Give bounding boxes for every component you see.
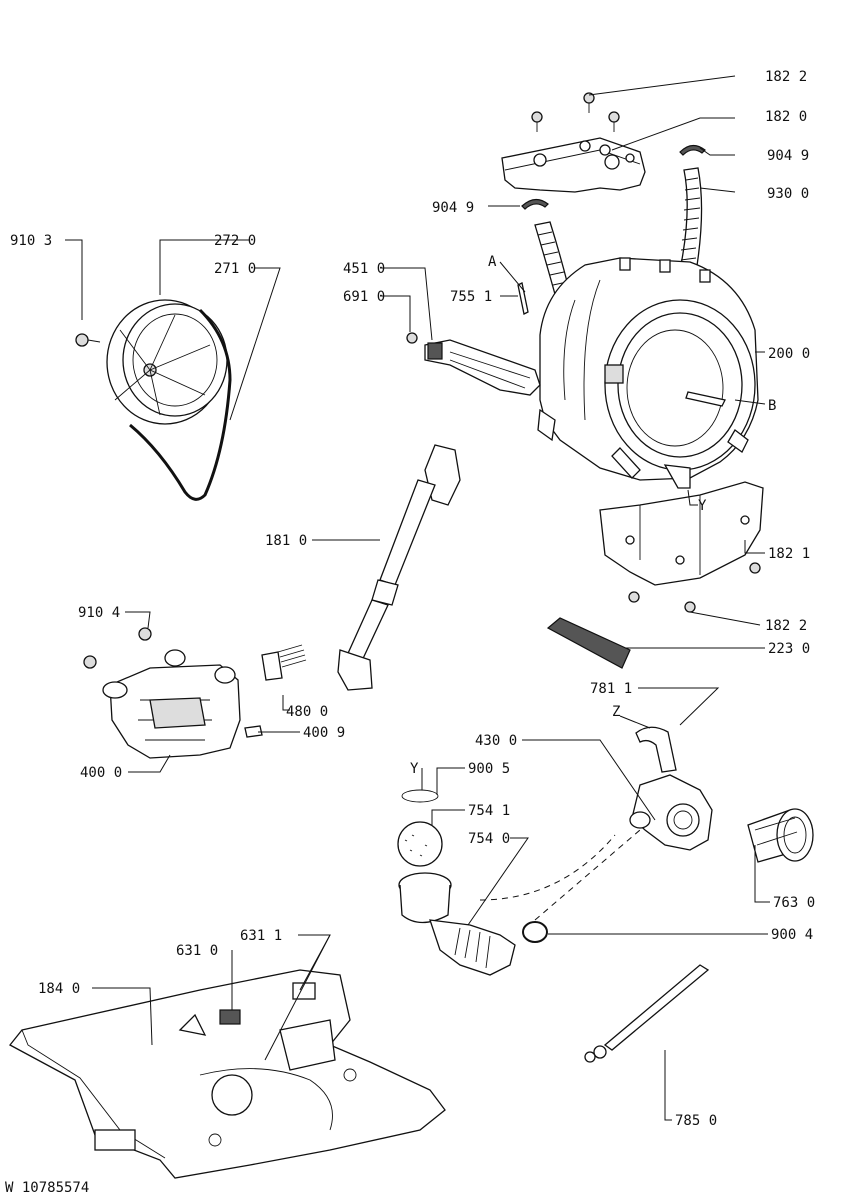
dashed-connections <box>479 829 641 921</box>
label-691-0: 691 0 <box>343 289 385 305</box>
part-223-0 <box>546 617 631 669</box>
label-754-1: 754 1 <box>468 803 510 819</box>
bolt-910-4 <box>83 627 152 669</box>
clamp-900-4 <box>522 921 548 943</box>
label-200-0: 200 0 <box>768 346 810 362</box>
label-430-0: 430 0 <box>475 733 517 749</box>
filter-763-0 <box>747 808 814 863</box>
label-ref-A: A <box>488 254 497 270</box>
label-182-2-top: 182 2 <box>765 69 807 85</box>
label-271-0: 271 0 <box>214 261 256 277</box>
label-763-0: 763 0 <box>773 895 815 911</box>
pump-430-0 <box>629 774 713 851</box>
callout-labels: 182 2 182 0 904 9 930 0 904 9 910 3 272 … <box>5 69 815 1196</box>
label-904-9-left: 904 9 <box>432 200 474 216</box>
label-480-0: 480 0 <box>286 704 328 720</box>
label-900-4: 900 4 <box>771 927 813 943</box>
label-181-0: 181 0 <box>265 533 307 549</box>
belt-271-0 <box>129 308 232 501</box>
label-755-1: 755 1 <box>450 289 492 305</box>
pin-755-1 <box>517 282 529 315</box>
label-ref-Y-ring: Y <box>410 761 419 777</box>
label-400-9: 400 9 <box>303 725 345 741</box>
label-631-1: 631 1 <box>240 928 282 944</box>
part-400-9 <box>244 725 263 738</box>
sump-hose-754-0 <box>398 872 516 976</box>
ball-754-1 <box>397 821 443 867</box>
hose-930-0-right <box>679 167 703 273</box>
label-785-0: 785 0 <box>675 1113 717 1129</box>
screws-182-2-bottom <box>628 562 761 613</box>
label-910-4: 910 4 <box>78 605 120 621</box>
label-900-5: 900 5 <box>468 761 510 777</box>
nut-691-0 <box>406 332 418 344</box>
label-910-3: 910 3 <box>10 233 52 249</box>
top-bracket-182-0 <box>501 137 646 193</box>
label-754-0: 754 0 <box>468 831 510 847</box>
label-184-0: 184 0 <box>38 981 80 997</box>
tub-200-0 <box>537 257 759 489</box>
clamp-904-9-left <box>521 198 549 210</box>
drawing-number: W 10785574 <box>5 1180 89 1196</box>
label-272-0: 272 0 <box>214 233 256 249</box>
screws-182-2-top <box>531 92 620 132</box>
bolt-910-3 <box>75 333 101 347</box>
clamp-904-9-right <box>679 144 706 156</box>
label-182-1: 182 1 <box>768 546 810 562</box>
label-781-1: 781 1 <box>590 681 632 697</box>
label-930-0: 930 0 <box>767 186 809 202</box>
label-ref-Z: Z <box>612 704 620 720</box>
base-184-0 <box>9 969 446 1179</box>
leader-lines <box>65 75 770 1121</box>
label-ref-B: B <box>768 398 776 414</box>
label-ref-Y-tub: Y <box>698 498 707 514</box>
label-223-0: 223 0 <box>768 641 810 657</box>
ring-900-5 <box>401 789 439 803</box>
label-182-2-bottom: 182 2 <box>765 618 807 634</box>
label-904-9-right: 904 9 <box>767 148 809 164</box>
connector-480-0 <box>261 644 307 681</box>
label-631-0: 631 0 <box>176 943 218 959</box>
part-631-0 <box>178 1009 241 1036</box>
shock-absorber-181-0 <box>337 444 461 691</box>
hose-781-1 <box>635 726 677 773</box>
label-451-0: 451 0 <box>343 261 385 277</box>
label-400-0: 400 0 <box>80 765 122 781</box>
hose-785-0 <box>584 964 710 1063</box>
motor-400-0 <box>102 649 241 759</box>
bracket-182-1 <box>599 481 764 586</box>
heater-451-0 <box>424 339 541 396</box>
label-182-0: 182 0 <box>765 109 807 125</box>
